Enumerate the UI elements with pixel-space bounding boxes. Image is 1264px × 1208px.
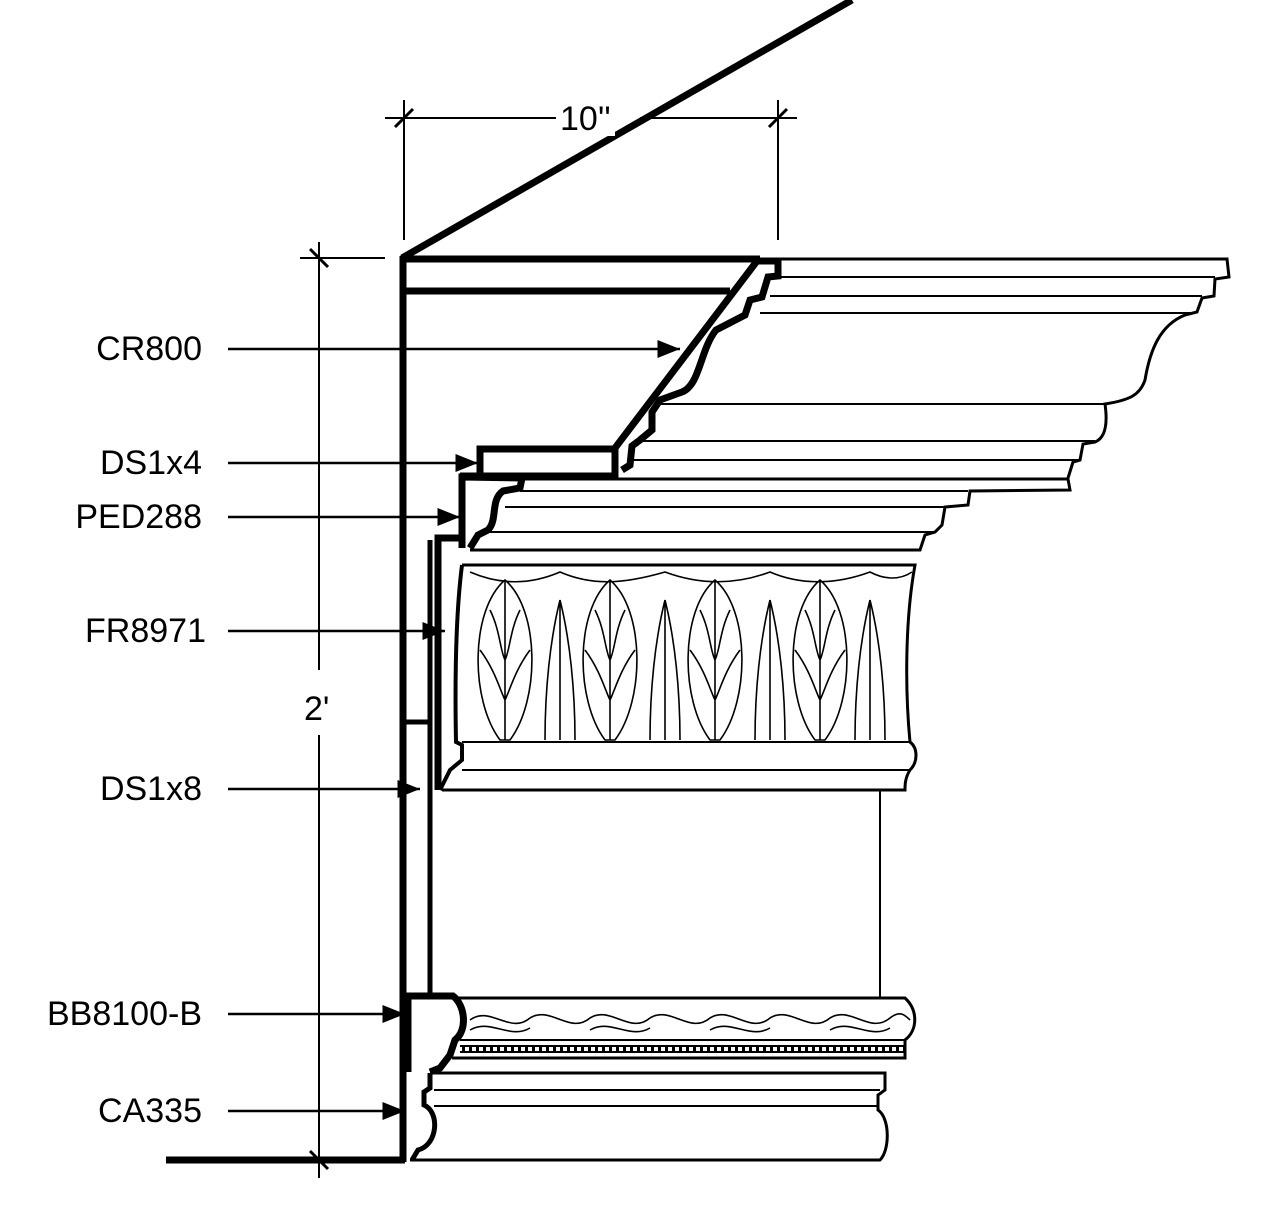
callout-label-bb8100-b: BB8100-B	[47, 995, 202, 1033]
block-ds1x8	[405, 540, 433, 995]
callout-label-fr8971: FR8971	[85, 612, 206, 650]
frieze-fr8971	[434, 534, 918, 998]
width-dimension	[385, 100, 797, 240]
height-dimension-label: 2'	[300, 692, 334, 726]
callout-leaders	[228, 340, 680, 1120]
callout-label-ca335: CA335	[98, 1092, 202, 1130]
callout-label-ped288: PED288	[75, 498, 202, 536]
base-ca335	[409, 1071, 889, 1162]
width-dimension-label: 10''	[556, 102, 615, 136]
callout-label-ds1x4: DS1x4	[99, 444, 202, 482]
band-bb8100-b	[404, 992, 917, 1076]
height-dimension	[300, 242, 385, 1178]
block-ds1x4	[460, 445, 619, 480]
callout-label-cr800: CR800	[96, 330, 202, 368]
callout-label-ds1x8: DS1x8	[99, 770, 202, 808]
moulding-ped288	[458, 473, 1072, 552]
roof-slope-line	[400, 0, 854, 262]
